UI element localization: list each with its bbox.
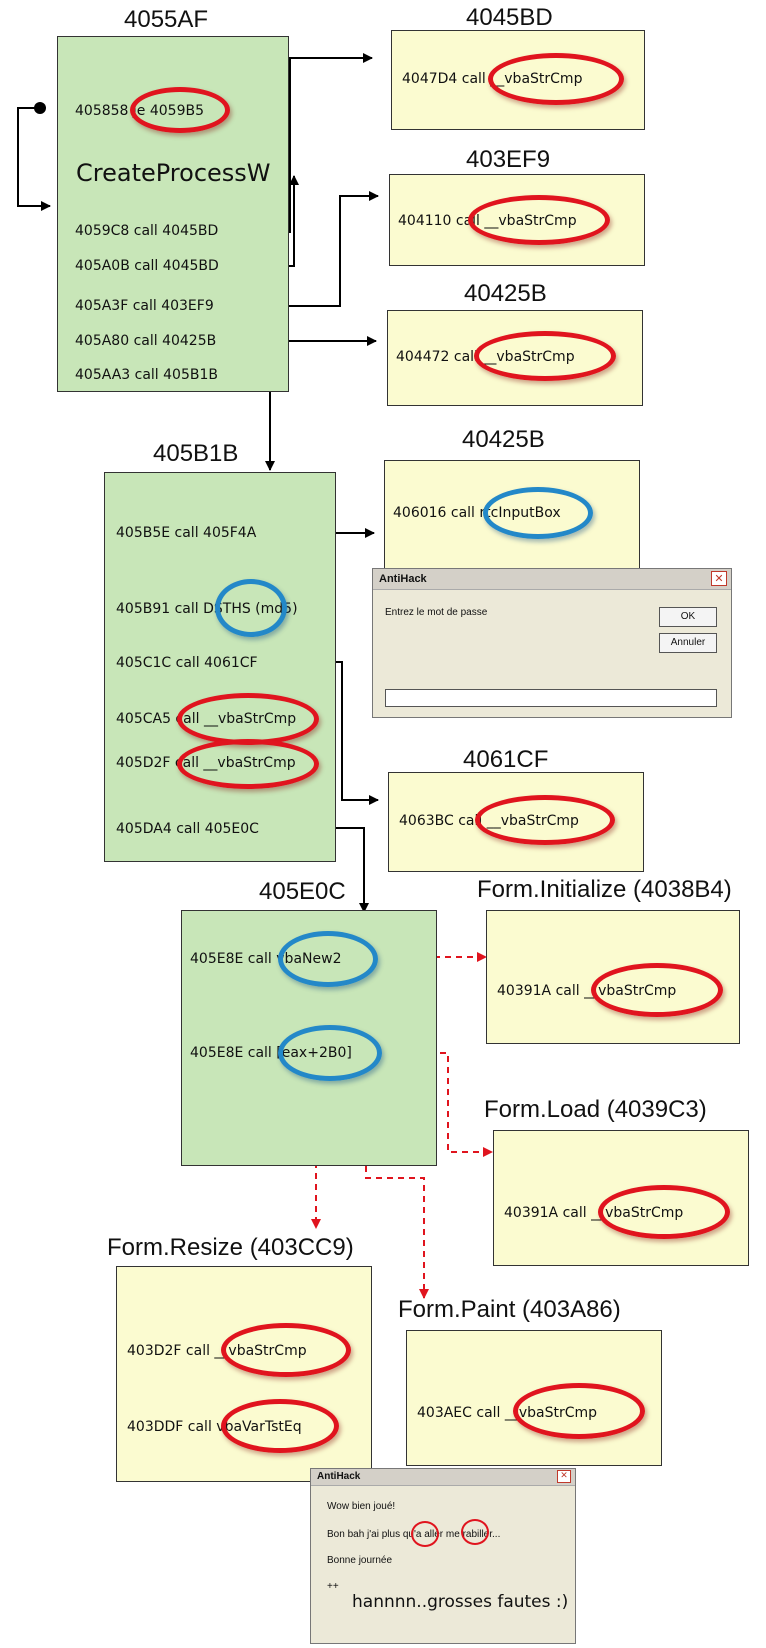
blue-ring xyxy=(215,579,287,637)
box-4045BD-title: 4045BD xyxy=(466,4,553,31)
box-405E0C: 405E8E call vbaNew2 405E8E call [eax+2B0… xyxy=(181,910,437,1166)
arrow-to-403EF9 xyxy=(248,191,379,307)
red-ring xyxy=(130,87,230,133)
annotation-note: hannnn..grosses fautes :) xyxy=(352,1592,569,1612)
form-paint-title: Form.Paint (403A86) xyxy=(398,1296,621,1323)
congrats-dialog: AntiHack ✕ Wow bien joué! Bon bah j'ai p… xyxy=(310,1468,576,1644)
red-ring xyxy=(468,195,610,245)
form-resize-title: Form.Resize (403CC9) xyxy=(107,1234,354,1261)
box-405B1B-row-3: 405C1C call 4061CF xyxy=(116,655,258,671)
form-resize-box: 403D2F call __vbaStrCmp 403DDF call vbaV… xyxy=(116,1266,372,1482)
ok-button[interactable]: OK xyxy=(659,607,717,627)
password-dialog: AntiHack ✕ Entrez le mot de passe OK Ann… xyxy=(372,568,732,718)
box-40425B: 404472 call __vbaStrCmp xyxy=(387,310,643,406)
box-405B1B-row-6: 405DA4 call 405E0C xyxy=(116,821,259,837)
box-40425B-title: 40425B xyxy=(464,280,547,307)
main-call-3: 405A3F call 403EF9 xyxy=(75,298,214,314)
form-load-box: 40391A call __vbaStrCmp xyxy=(493,1130,749,1266)
red-ring xyxy=(177,739,319,789)
dialog-line-3: Bonne journée xyxy=(327,1555,393,1566)
main-headline: CreateProcessW xyxy=(76,159,271,187)
form-initialize-box: 40391A call __vbaStrCmp xyxy=(486,910,740,1044)
box-rtcInputBox-title: 40425B xyxy=(462,426,545,453)
main-call-4: 405A80 call 40425B xyxy=(75,333,217,349)
main-box: 405858 je 4059B5 CreateProcessW 4059C8 c… xyxy=(57,36,289,392)
form-load-title: Form.Load (4039C3) xyxy=(484,1096,707,1123)
small-red-ring xyxy=(461,1519,489,1545)
red-ring xyxy=(488,53,624,105)
red-ring xyxy=(513,1383,645,1439)
dialog-titlebar: AntiHack xyxy=(373,569,731,590)
close-icon[interactable]: ✕ xyxy=(557,1470,571,1483)
dialog-line-4: ++ xyxy=(327,1581,339,1592)
box-405B1B: 405B5E call 405F4A 405B91 call DSTHS (md… xyxy=(104,472,336,862)
main-call-5: 405AA3 call 405B1B xyxy=(75,367,218,383)
cancel-button[interactable]: Annuler xyxy=(659,633,717,653)
box-4061CF: 4063BC call __vbaStrCmp xyxy=(388,772,644,872)
red-ring xyxy=(591,963,723,1017)
loop-arrow xyxy=(17,107,51,211)
dialog-titlebar: AntiHack xyxy=(311,1469,575,1486)
box-403EF9-title: 403EF9 xyxy=(466,146,551,173)
box-405B1B-title: 405B1B xyxy=(153,440,239,467)
blue-ring xyxy=(483,487,593,539)
blue-ring xyxy=(278,1025,382,1081)
box-403EF9: 404110 call __vbaStrCmp xyxy=(389,174,645,266)
blue-ring xyxy=(278,931,378,987)
red-ring xyxy=(221,1323,351,1377)
form-paint-box: 403AEC call __vbaStrCmp xyxy=(406,1330,662,1466)
dialog-prompt: Entrez le mot de passe xyxy=(385,607,488,618)
red-ring xyxy=(474,331,616,381)
box-rtcInputBox: 406016 call rtcInputBox xyxy=(384,460,640,578)
box-4061CF-title: 4061CF xyxy=(463,746,549,773)
main-call-2: 405A0B call 4045BD xyxy=(75,258,219,274)
red-ring xyxy=(221,1399,339,1453)
form-initialize-title: Form.Initialize (4038B4) xyxy=(477,876,732,903)
red-ring xyxy=(475,795,615,845)
main-call-1: 4059C8 call 4045BD xyxy=(75,223,219,239)
box-405B1B-row-1: 405B5E call 405F4A xyxy=(116,525,257,541)
red-ring xyxy=(598,1185,730,1239)
password-input[interactable] xyxy=(385,689,717,707)
close-icon[interactable]: ✕ xyxy=(711,571,727,586)
box-4045BD: 4047D4 call __vbaStrCmp xyxy=(391,30,645,130)
main-title: 4055AF xyxy=(124,6,209,33)
dialog-line-1: Wow bien joué! xyxy=(327,1501,396,1512)
box-405E0C-title: 405E0C xyxy=(259,878,346,905)
small-red-ring xyxy=(411,1521,439,1547)
red-ring xyxy=(177,693,319,745)
